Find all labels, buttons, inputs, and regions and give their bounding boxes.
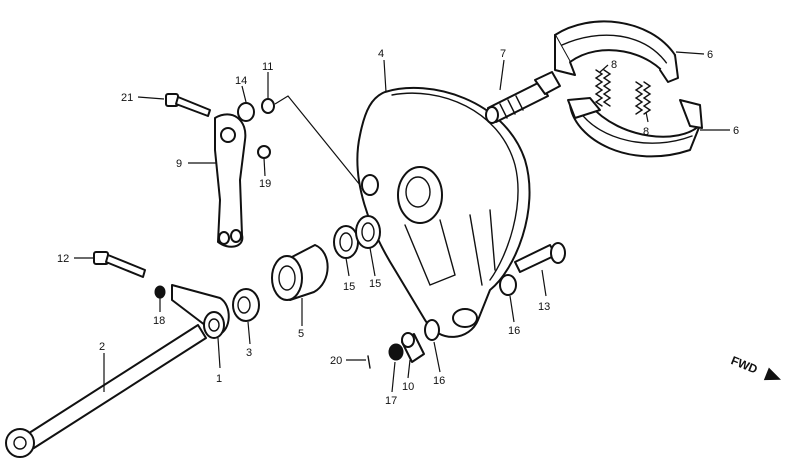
callout-8b: 8: [643, 126, 649, 138]
brake-shoe-upper-part-6: [554, 20, 679, 83]
callout-13: 13: [538, 301, 550, 313]
seal-part-15: [333, 215, 381, 259]
bolt-part-12: [93, 251, 146, 278]
callout-11: 11: [262, 61, 273, 73]
callout-7: 7: [500, 48, 506, 60]
callout-16b: 16: [433, 375, 445, 387]
callout-12: 12: [57, 253, 69, 265]
collar-part-5: [271, 244, 329, 301]
brake-shoe-lower-part-6: [567, 97, 703, 158]
bolt-part-21: [165, 93, 211, 117]
axle-plate-part-1: [171, 284, 230, 339]
leader-lines: [74, 51, 730, 393]
callout-2: 2: [99, 341, 105, 353]
callout-5: 5: [298, 328, 304, 340]
callout-21: 21: [121, 92, 133, 104]
collar-part-10: [401, 332, 425, 363]
brake-cam-part-7: [485, 71, 561, 124]
callout-6a: 6: [707, 49, 713, 61]
nut-part-19: [257, 145, 271, 159]
nut-part-18: [154, 285, 166, 299]
callout-3: 3: [246, 347, 252, 359]
brake-arm-part-9: [214, 113, 247, 248]
nut-part-17: [388, 343, 404, 361]
callout-labels: 1 2 3 4 5 6 6 7 8 8 9 10 11 12 13 14 15 …: [57, 48, 739, 407]
forward-direction-indicator: FWD: [729, 353, 781, 381]
spacer-part-3: [232, 288, 260, 322]
pin-part-20: [367, 355, 371, 369]
callout-4: 4: [378, 48, 384, 60]
fwd-label: FWD: [729, 353, 760, 376]
callout-20: 20: [330, 355, 342, 367]
washer-part-16-lower: [424, 319, 440, 341]
brake-panel-part-4: [356, 86, 531, 338]
callout-15a: 15: [343, 281, 355, 293]
callout-6b: 6: [733, 125, 739, 137]
callout-15b: 15: [369, 278, 381, 290]
callout-1: 1: [216, 373, 222, 385]
callout-18: 18: [153, 315, 165, 327]
callout-8a: 8: [611, 59, 617, 71]
callout-16a: 16: [508, 325, 520, 337]
callout-9: 9: [176, 158, 182, 170]
washer-part-16-right: [499, 274, 517, 296]
callout-10: 10: [402, 381, 414, 393]
shoe-spring-part-8: [594, 69, 652, 115]
callout-19: 19: [259, 178, 271, 190]
washer-part-14: [237, 102, 255, 122]
nut-part-11: [261, 98, 275, 114]
axle-part-2: [5, 324, 207, 458]
callout-14: 14: [235, 75, 247, 87]
callout-17: 17: [385, 395, 397, 407]
anchor-pin-part-13: [514, 242, 566, 273]
